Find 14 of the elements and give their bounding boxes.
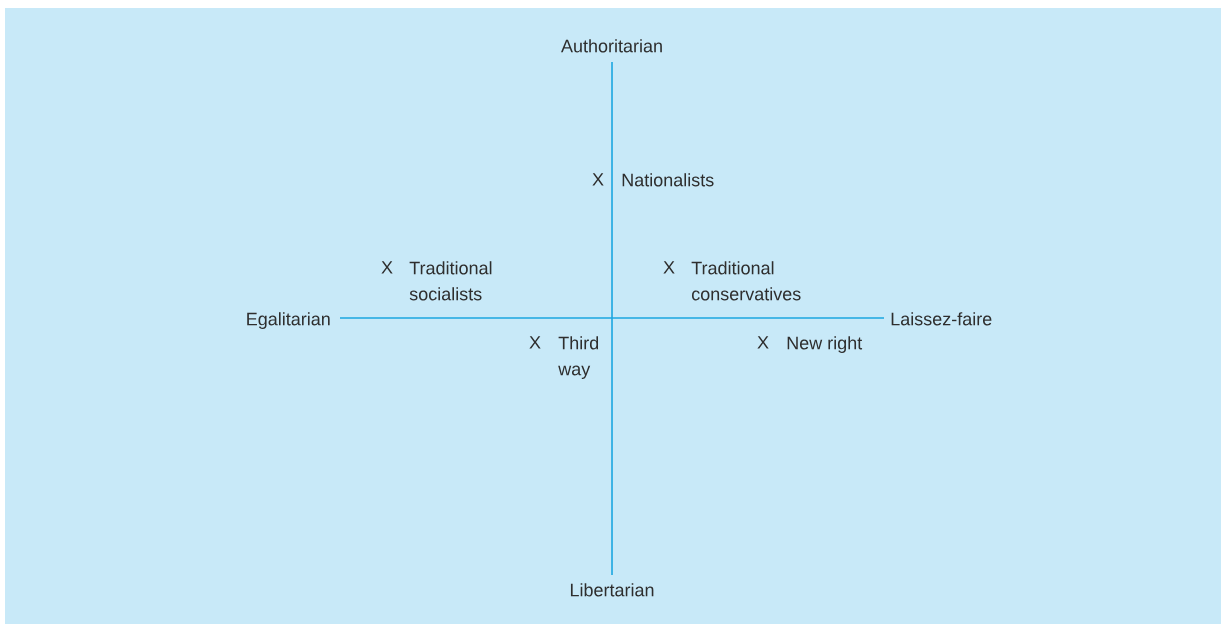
- position-label: New right: [787, 336, 863, 353]
- position-label: Traditional conservatives: [691, 261, 801, 301]
- position-label: Third way: [558, 336, 599, 379]
- position-mark: X: [381, 261, 393, 274]
- position-mark: X: [592, 173, 604, 186]
- axis-label: Libertarian: [570, 583, 654, 597]
- position-mark: X: [663, 261, 675, 274]
- axis-label: Authoritarian: [561, 39, 662, 53]
- axis-label: Laissez-faire: [891, 312, 992, 326]
- axis-label: Egalitarian: [247, 312, 330, 329]
- position-mark: X: [757, 336, 769, 349]
- position-label: Nationalists: [622, 173, 714, 187]
- position-label: Traditional socialists: [409, 261, 492, 301]
- position-mark: X: [529, 336, 541, 349]
